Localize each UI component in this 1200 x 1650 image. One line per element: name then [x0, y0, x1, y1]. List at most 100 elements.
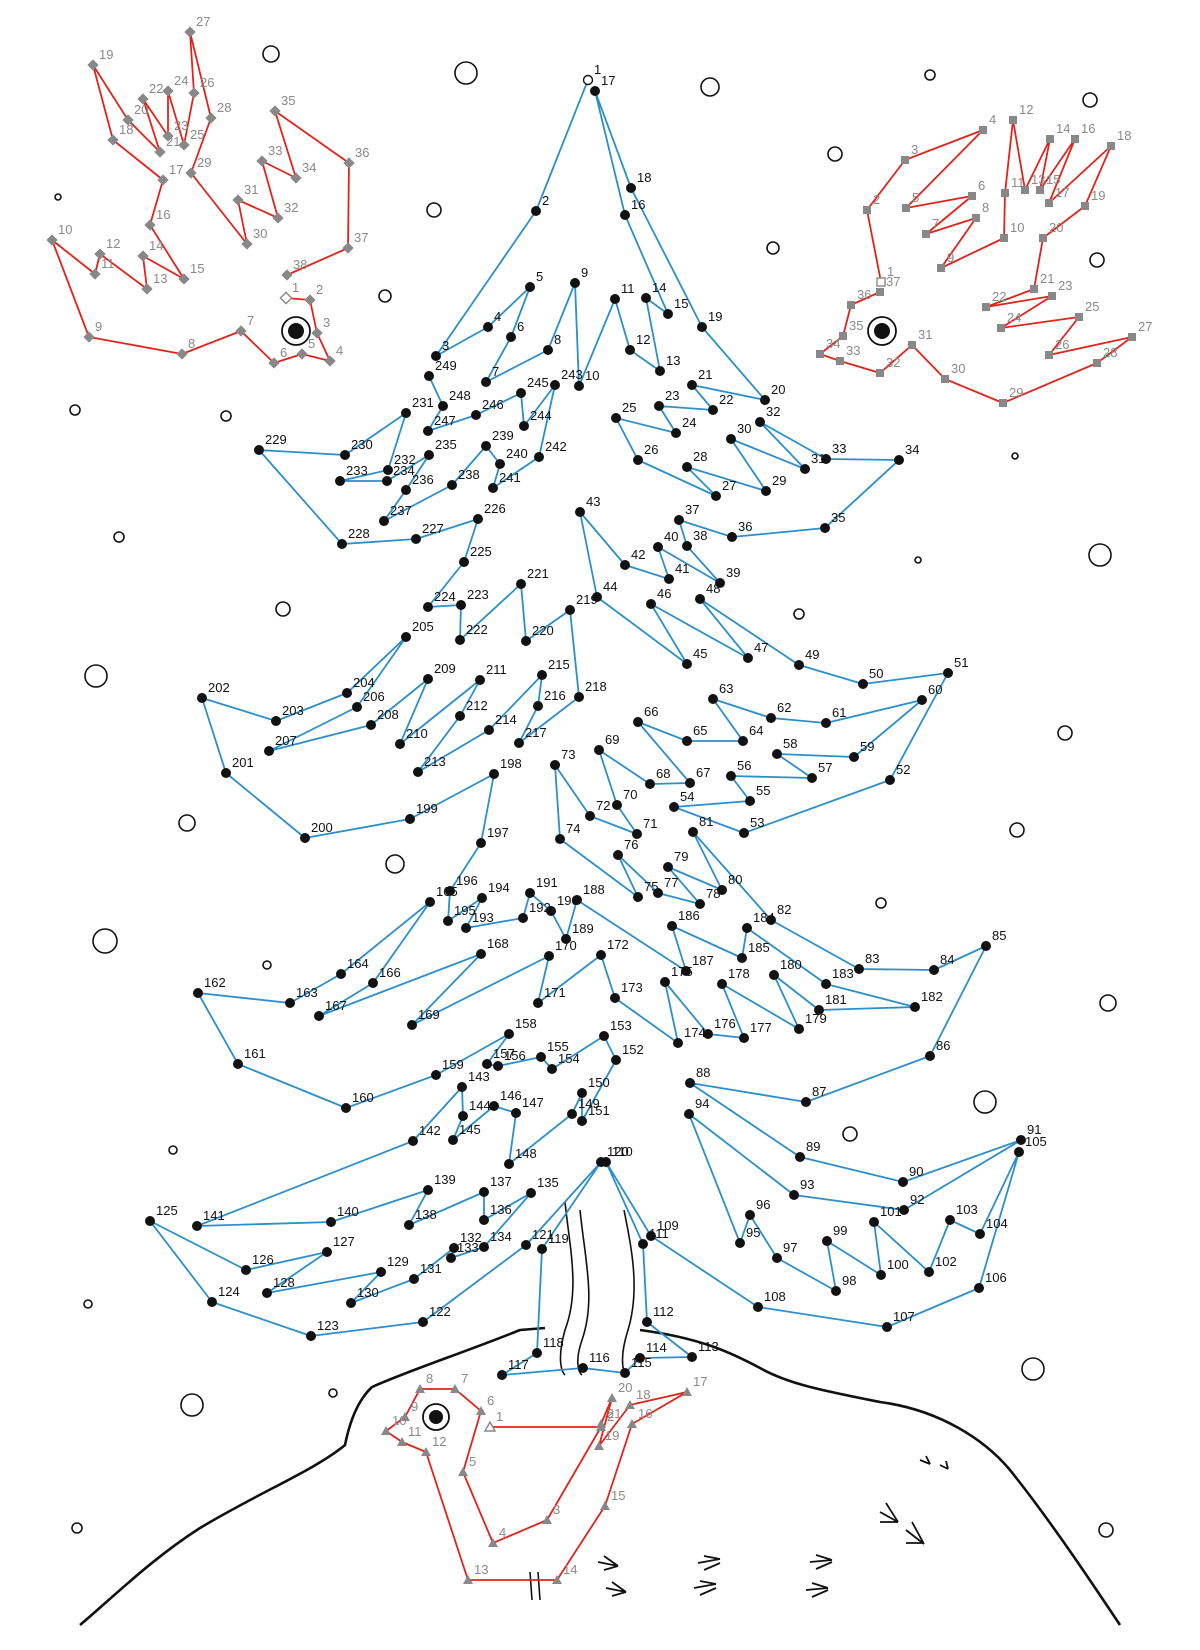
tree-number: 181	[825, 992, 847, 1007]
left-bird-number: 20	[134, 102, 148, 117]
tree-number: 226	[484, 501, 506, 516]
right-bird-number: 26	[1055, 337, 1069, 352]
tree-dot	[481, 441, 491, 451]
tree-number: 155	[547, 1039, 569, 1054]
tree-dot	[424, 450, 434, 460]
tree-number: 229	[265, 432, 287, 447]
right-bird-dot	[839, 332, 847, 340]
tree-dot	[711, 491, 721, 501]
tree-number: 82	[777, 902, 791, 917]
bottom-bird-dot	[400, 1412, 410, 1421]
tree-number: 100	[887, 1257, 909, 1272]
left-bird-dot	[269, 105, 281, 117]
tree-dot	[518, 913, 528, 923]
tree-number: 168	[487, 936, 509, 951]
tree-number: 87	[812, 1084, 826, 1099]
left-bird-number: 5	[308, 336, 315, 351]
bottom-bird-number: 2	[607, 1409, 614, 1424]
tree-number: 71	[643, 816, 657, 831]
tree-dot	[876, 1270, 886, 1280]
tree-number: 89	[806, 1139, 820, 1154]
tree-dot	[975, 1229, 985, 1239]
tree-dot	[446, 1253, 456, 1263]
left-bird-number: 28	[217, 100, 231, 115]
tree-number: 83	[865, 951, 879, 966]
tree-number: 177	[750, 1020, 772, 1035]
tree-number: 156	[504, 1048, 526, 1063]
tree-number: 199	[416, 801, 438, 816]
tree-number: 133	[457, 1240, 479, 1255]
tree-dot	[766, 713, 776, 723]
tree-number: 81	[699, 814, 713, 829]
tree-number: 97	[783, 1240, 797, 1255]
right-bird-number: 13	[1031, 172, 1045, 187]
tree-number: 238	[458, 467, 480, 482]
tree-number: 205	[412, 619, 434, 634]
tree-number: 101	[880, 1204, 902, 1219]
right-bird-dot	[999, 399, 1007, 407]
tree-number: 196	[456, 873, 478, 888]
tree-dot	[504, 1029, 514, 1039]
tree-number: 63	[719, 681, 733, 696]
right-bird-number: 34	[826, 336, 840, 351]
tree-dot	[533, 701, 543, 711]
tree-dot	[821, 718, 831, 728]
tree-number: 34	[905, 442, 919, 457]
left-bird-number: 27	[196, 14, 210, 29]
right-bird-dot	[1107, 142, 1115, 150]
tree-dot	[271, 716, 281, 726]
tree-number: 50	[869, 666, 883, 681]
left-bird-dot	[256, 155, 268, 167]
tree-dot	[682, 659, 692, 669]
tree-dot	[221, 768, 231, 778]
bottom-bird-dot	[600, 1501, 610, 1510]
tree-number: 62	[777, 700, 791, 715]
tree-number: 245	[527, 375, 549, 390]
tree-number: 231	[412, 395, 434, 410]
right-bird-number: 8	[982, 200, 989, 215]
tree-number: 127	[333, 1234, 355, 1249]
tree-dot	[582, 74, 594, 86]
tree-dot	[577, 1116, 587, 1126]
tree-number: 65	[693, 723, 707, 738]
tree-dot	[717, 885, 727, 895]
tree-dot	[620, 1368, 630, 1378]
tree-number: 68	[656, 766, 670, 781]
right-bird-path	[819, 119, 1133, 404]
right-bird-dot	[902, 204, 910, 212]
left-bird-dot	[343, 157, 355, 169]
tree-dot	[663, 862, 673, 872]
tree-dot	[455, 635, 465, 645]
right-bird-dot	[876, 288, 884, 296]
left-bird-number: 8	[188, 336, 195, 351]
tree-dot	[413, 767, 423, 777]
bottom-bird-number: 14	[563, 1562, 577, 1577]
tree-number: 18	[637, 170, 651, 185]
right-bird-number: 1	[887, 264, 894, 279]
tree-dot	[395, 739, 405, 749]
left-bird-number: 4	[336, 343, 343, 358]
tree-number: 113	[698, 1339, 719, 1354]
tree-dot	[641, 293, 651, 303]
tree-dot	[674, 515, 684, 525]
tree-dot	[534, 452, 544, 462]
bottom-bird-dot	[594, 1441, 604, 1450]
tree-number: 152	[622, 1042, 644, 1057]
tree-number: 30	[737, 421, 751, 436]
tree-number: 13	[666, 353, 680, 368]
tree-number: 170	[555, 938, 577, 953]
left-bird-number: 33	[268, 143, 282, 158]
tree-number: 123	[317, 1318, 339, 1333]
tree-number: 230	[351, 437, 373, 452]
tree-dot	[456, 600, 466, 610]
tree-number: 76	[624, 837, 638, 852]
tree-number: 126	[252, 1252, 274, 1267]
tree-number: 120	[607, 1144, 629, 1159]
tree-dot	[795, 1152, 805, 1162]
tree-dot	[642, 1317, 652, 1327]
left-bird-dot	[162, 130, 174, 142]
left-bird-number: 35	[281, 93, 295, 108]
tree-dot	[596, 950, 606, 960]
tree-number: 221	[527, 566, 549, 581]
tree-dot	[574, 381, 584, 391]
